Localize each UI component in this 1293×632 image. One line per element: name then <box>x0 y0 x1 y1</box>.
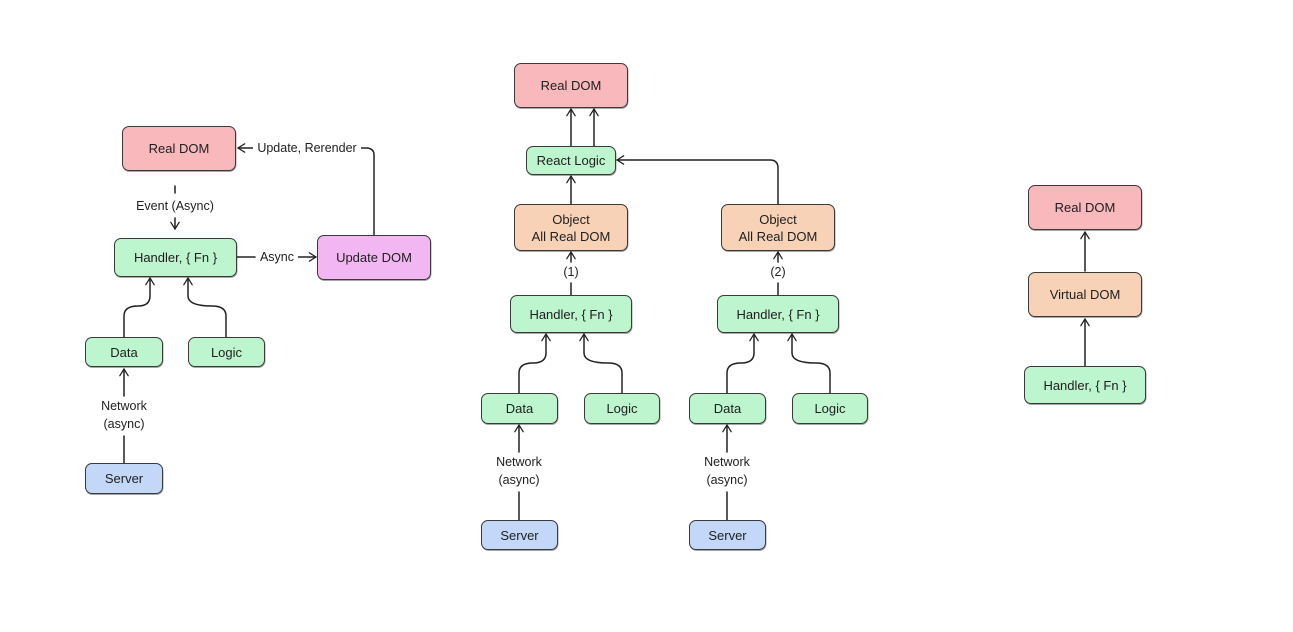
node-label: Handler, { Fn } <box>736 306 820 322</box>
node-label: Data <box>505 401 534 416</box>
edge-label-1: (1) <box>556 263 586 281</box>
node-react-logic: React Logic <box>526 146 616 175</box>
node-real-dom: Real DOM <box>122 126 236 171</box>
node-label: Server <box>104 471 144 486</box>
node-label: Logic <box>814 401 846 416</box>
edge-update-rerender <box>238 148 375 236</box>
node-label: Data <box>110 344 138 360</box>
node-label: Logic <box>210 344 243 360</box>
edge-label-network-2: Network (async) <box>692 453 762 489</box>
node-label: React Logic <box>536 153 606 168</box>
edge-data-to-handler <box>123 277 155 338</box>
node-server-1: Server <box>481 520 558 550</box>
node-label: Virtual DOM <box>1049 287 1121 302</box>
node-object-2: Object All Real DOM <box>721 204 835 251</box>
node-label: Object All Real DOM <box>738 211 818 244</box>
node-handler-2: Handler, { Fn } <box>717 295 839 333</box>
node-logic-2: Logic <box>792 393 868 424</box>
node-handler: Handler, { Fn } <box>114 238 237 277</box>
edge-label-2: (2) <box>763 263 793 281</box>
edge-label-network-1: Network (async) <box>484 453 554 489</box>
node-label: Real DOM <box>540 78 602 93</box>
node-label: Object All Real DOM <box>531 211 611 244</box>
node-label: Handler, { Fn } <box>133 250 218 265</box>
node-server-2: Server <box>689 520 766 550</box>
node-label: Server <box>708 527 747 543</box>
edge-object2-to-react <box>616 155 779 205</box>
edge-label-update-rerender: Update, Rerender <box>253 139 361 157</box>
node-object-1: Object All Real DOM <box>514 204 628 251</box>
edge-logic1-to-handler1 <box>579 333 623 394</box>
node-label: Real DOM <box>148 141 210 156</box>
node-label: Server <box>500 527 539 543</box>
node-virtual-dom: Virtual DOM <box>1028 272 1142 317</box>
node-data: Data <box>85 337 163 367</box>
edge-data1-to-handler1 <box>518 333 551 394</box>
node-real-dom: Real DOM <box>1028 185 1142 230</box>
node-label: Update DOM <box>336 250 412 265</box>
node-real-dom: Real DOM <box>514 63 628 108</box>
node-handler-1: Handler, { Fn } <box>510 295 632 333</box>
edge-logic2-to-handler2 <box>787 333 831 394</box>
node-handler: Handler, { Fn } <box>1024 366 1146 404</box>
node-update-dom: Update DOM <box>317 235 431 280</box>
node-label: Real DOM <box>1054 200 1116 215</box>
node-logic: Logic <box>188 337 265 367</box>
node-label: Handler, { Fn } <box>529 306 613 322</box>
node-label: Logic <box>606 401 638 416</box>
edge-data2-to-handler2 <box>726 333 759 394</box>
node-data-1: Data <box>481 393 558 424</box>
node-server: Server <box>85 463 163 494</box>
node-data-2: Data <box>689 393 766 424</box>
edge-label-async: Async <box>256 248 298 266</box>
node-logic-1: Logic <box>584 393 660 424</box>
edge-label-network: Network (async) <box>89 397 159 433</box>
edge-label-event-async: Event (Async) <box>125 197 225 215</box>
edge-logic-to-handler <box>183 277 227 338</box>
node-label: Data <box>713 401 742 416</box>
node-label: Handler, { Fn } <box>1043 377 1127 393</box>
